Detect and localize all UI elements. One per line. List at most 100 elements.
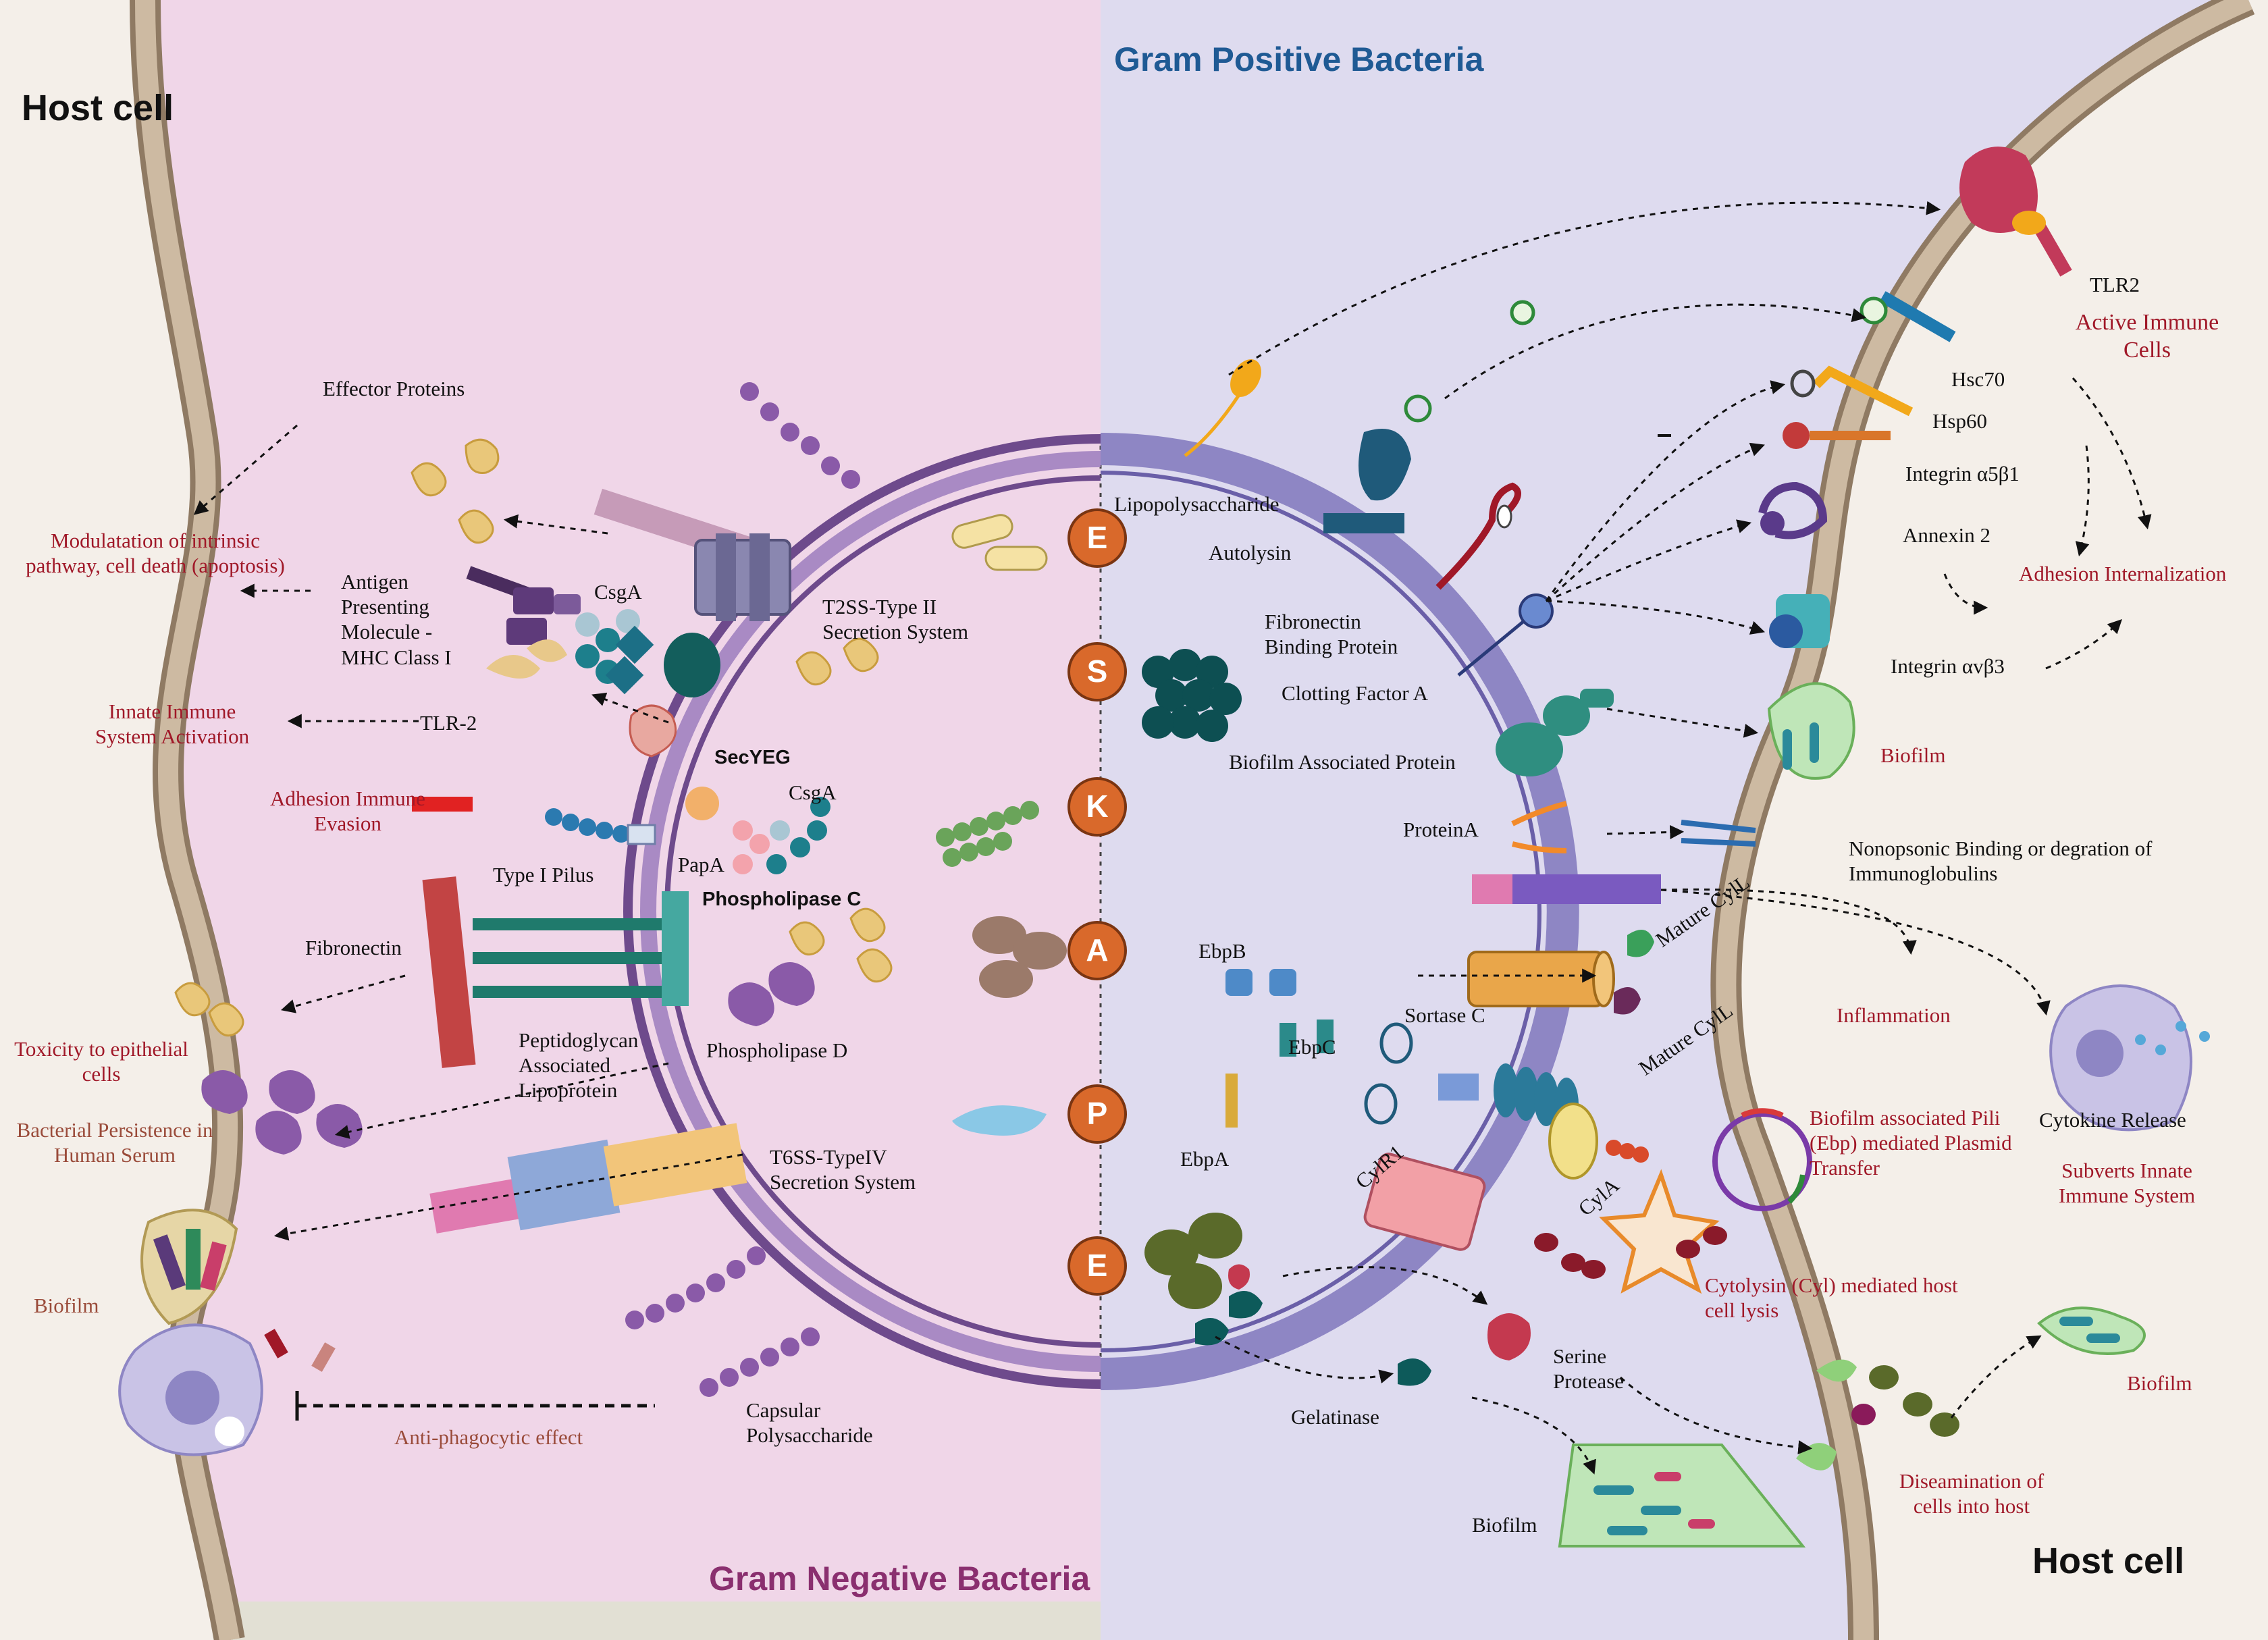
label-modulation-apoptosis: Modulatation of intrinsic pathway, cell …: [26, 529, 285, 578]
tlr2-receptor: [1959, 147, 2072, 277]
hsc70-receptor: [1860, 291, 1956, 342]
gelatinase: [1195, 1291, 1431, 1386]
csga-beads: [575, 609, 720, 697]
label-integrin-a5b1: Integrin α5β1: [1905, 462, 2020, 485]
label-toxicity: Toxicity to epithelial cells: [14, 1037, 188, 1086]
label-ebpc: EbpC: [1288, 1035, 1336, 1059]
eskape-letter: A: [1086, 932, 1109, 968]
t2ss-secretion-system: [594, 488, 791, 621]
cylm-transporter: [1363, 1153, 1486, 1251]
label-biofilm-bottom: Biofilm: [1472, 1513, 1537, 1537]
label-subverts-innate: Subverts Innate Immune System: [2058, 1159, 2196, 1208]
biofilm-associated-protein: [1496, 689, 1614, 776]
label-antigen-mhc: Antigen Presenting Molecule - MHC Class …: [341, 570, 452, 669]
label-fibronectin: Fibronectin: [305, 936, 402, 959]
left-biofilm: [140, 1209, 238, 1325]
label-integrin-avb3: Integrin αvβ3: [1891, 654, 2005, 678]
eskape-circles: [1067, 508, 1127, 1296]
label-tlr2-left: TLR-2: [420, 711, 477, 735]
eskape-letter: K: [1086, 789, 1109, 824]
label-t6ss: T6SS-TypeIV Secretion System: [770, 1145, 916, 1194]
label-phospholipase-c: Phospholipase C: [702, 889, 862, 910]
label-effector-proteins: Effector Proteins: [323, 377, 465, 400]
label-csga-top: CsgA: [594, 580, 642, 604]
type-i-pilus: [412, 787, 719, 845]
enterobacter-cluster: [1144, 1213, 1242, 1309]
gram-positive-panel: [1101, 0, 2248, 1640]
fibronectin-pili: [422, 876, 689, 1068]
label-fibronectin-binding-protein: Fibronectin Binding Protein: [1265, 610, 1398, 659]
mature-cyll: [1614, 930, 1654, 1015]
macrophage-right: [2049, 984, 2210, 1132]
clotting-factor-a: [1457, 593, 1554, 677]
staph-cluster: [1142, 649, 1242, 742]
integrin-a5b1: [1783, 422, 1891, 449]
label-type-i-pilus: Type I Pilus: [493, 863, 594, 887]
label-cytokine-release: Cytokine Release: [2039, 1108, 2186, 1132]
effector-proteins: [174, 438, 893, 1037]
label-protein-a: ProteinA: [1403, 818, 1479, 841]
cytolysin-star: [1599, 1169, 1720, 1294]
acinetobacter-cluster: [972, 916, 1067, 998]
immunoglobulin: [1681, 820, 1756, 847]
cyll-processed: [1534, 1226, 1727, 1279]
label-capsular-polysaccharide: Capsular Polysaccharide: [746, 1398, 873, 1448]
label-phospholipase-d: Phospholipase D: [706, 1038, 848, 1062]
gram-negative-panel: [145, 0, 1101, 1602]
eskape-letter: S: [1086, 654, 1108, 689]
biofilm-right-bottom: [2037, 1306, 2146, 1355]
gram-positive-title: Gram Positive Bacteria: [1114, 41, 1484, 78]
gram-negative-title: Gram Negative Bacteria: [709, 1560, 1090, 1597]
label-adhesion-evasion: Adhesion Immune Evasion: [270, 787, 425, 836]
t6ss-secretion-system: [429, 1123, 747, 1234]
label-innate-activation: Innate Immune System Activation: [95, 699, 250, 749]
rod-bacteria: [951, 514, 1048, 571]
plasmid: [1712, 1108, 1812, 1211]
label-adhesion-internalization: Adhesion Internalization: [2019, 562, 2227, 585]
pseudomonas: [952, 1105, 1047, 1136]
gram-positive-envelope: [1100, 433, 1579, 1390]
label-sortase-c: Sortase C: [1404, 1003, 1485, 1027]
cylr1: [1364, 1022, 1413, 1125]
phagocyte-left: [118, 1323, 336, 1456]
label-tlr2-right: TLR2: [2090, 273, 2140, 296]
eskape-letter: E: [1086, 1248, 1108, 1283]
integrin-avb3: [1769, 594, 1830, 648]
serine-protease: [1228, 1264, 1531, 1360]
label-anti-phagocytic: Anti-phagocytic effect: [394, 1425, 583, 1449]
gram-negative-envelope: [623, 434, 1101, 1389]
fibronectin-binding-protein: [1435, 482, 1521, 590]
hsp60-receptor: [1790, 365, 1914, 417]
label-secyeg: SecYEG: [714, 747, 791, 768]
label-biofilm-right-top: Biofilm: [1880, 743, 1946, 767]
mhc-class-i: [466, 566, 581, 645]
label-biofilm-left: Biofilm: [34, 1294, 99, 1317]
biofilm-bottom-center: [1558, 1444, 1806, 1548]
label-clotting-factor-a: Clotting Factor A: [1282, 681, 1428, 705]
label-serine-protease: Serine Protease: [1553, 1344, 1625, 1394]
label-nonopsonic-binding: Nonopsonic Binding or degration of Immun…: [1849, 837, 2153, 886]
capsular-polysaccharide: [625, 382, 860, 1397]
label-annexin-2: Annexin 2: [1903, 523, 1991, 547]
label-biofilm-pili-plasmid: Biofilm associated Pili (Ebp) mediated P…: [1810, 1106, 2012, 1180]
label-lipopolysaccharide: Lipopolysaccharide: [1114, 492, 1280, 516]
label-biofilm-right-bottom: Biofilm: [2127, 1371, 2192, 1395]
label-pal: Peptidoglycan Associated Lipoprotein: [519, 1028, 639, 1103]
label-cytolysin-lysis: Cytolysin (Cyl) mediated host cell lysis: [1705, 1273, 1958, 1323]
ebp-subunits: [1225, 969, 1334, 1128]
label-bacterial-persistence: Bacterial Persistence in Human Serum: [16, 1118, 213, 1167]
biofilm-right-top: [1767, 682, 1855, 780]
papa-beads: [733, 797, 830, 874]
label-gelatinase: Gelatinase: [1291, 1405, 1379, 1429]
sortase-c: [1467, 951, 1615, 1007]
label-t2ss: T2SS-Type II Secretion System: [822, 595, 969, 644]
label-inflammation: Inflammation: [1837, 1003, 1951, 1027]
label-biofilm-associated-protein: Biofilm Associated Protein: [1229, 750, 1456, 774]
autolysin: [1323, 394, 1432, 533]
eskape-letter: P: [1086, 1096, 1108, 1131]
eskape-letter: E: [1086, 520, 1108, 555]
cyla: [1548, 1103, 1649, 1180]
label-papa: PapA: [678, 853, 724, 876]
